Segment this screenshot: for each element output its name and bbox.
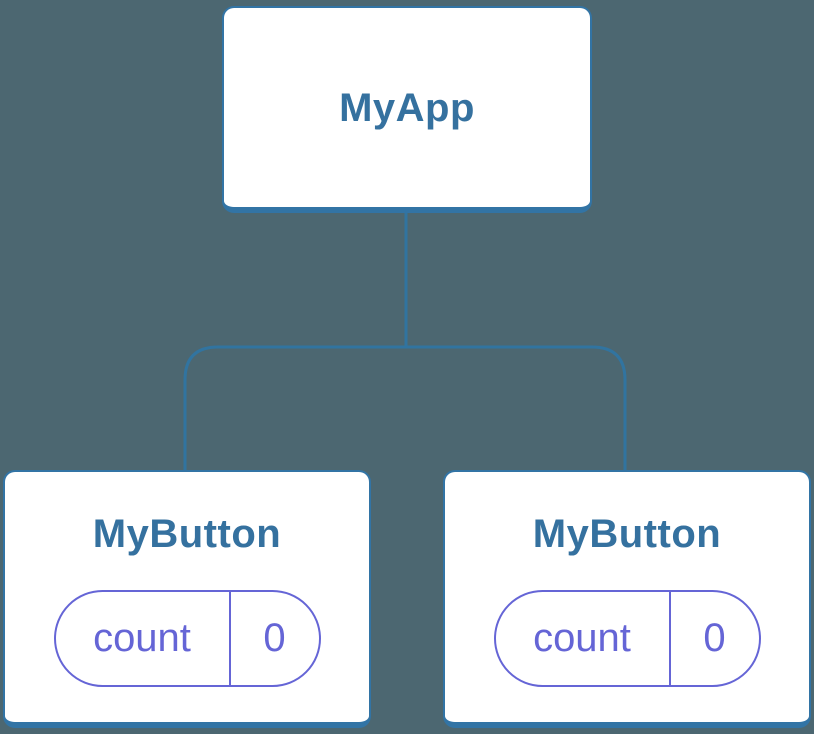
state-pill-divider	[668, 592, 671, 685]
node-mybutton-right: MyButton count 0	[443, 470, 811, 728]
state-value-label: 0	[703, 616, 726, 660]
state-pill-divider	[228, 592, 231, 685]
node-mybutton-right-label: MyButton	[532, 512, 722, 556]
node-myapp-label: MyApp	[339, 85, 475, 130]
children-bracket-line	[183, 345, 627, 470]
node-mybutton-left-label: MyButton	[92, 512, 282, 556]
state-value-label: 0	[263, 616, 286, 660]
state-pill-right: count 0	[493, 590, 761, 687]
node-mybutton-left: MyButton count 0	[3, 470, 371, 728]
node-myapp: MyApp	[222, 6, 592, 213]
state-pill-left: count 0	[53, 590, 321, 687]
state-key-label: count	[93, 616, 191, 660]
state-key-label: count	[533, 616, 631, 660]
